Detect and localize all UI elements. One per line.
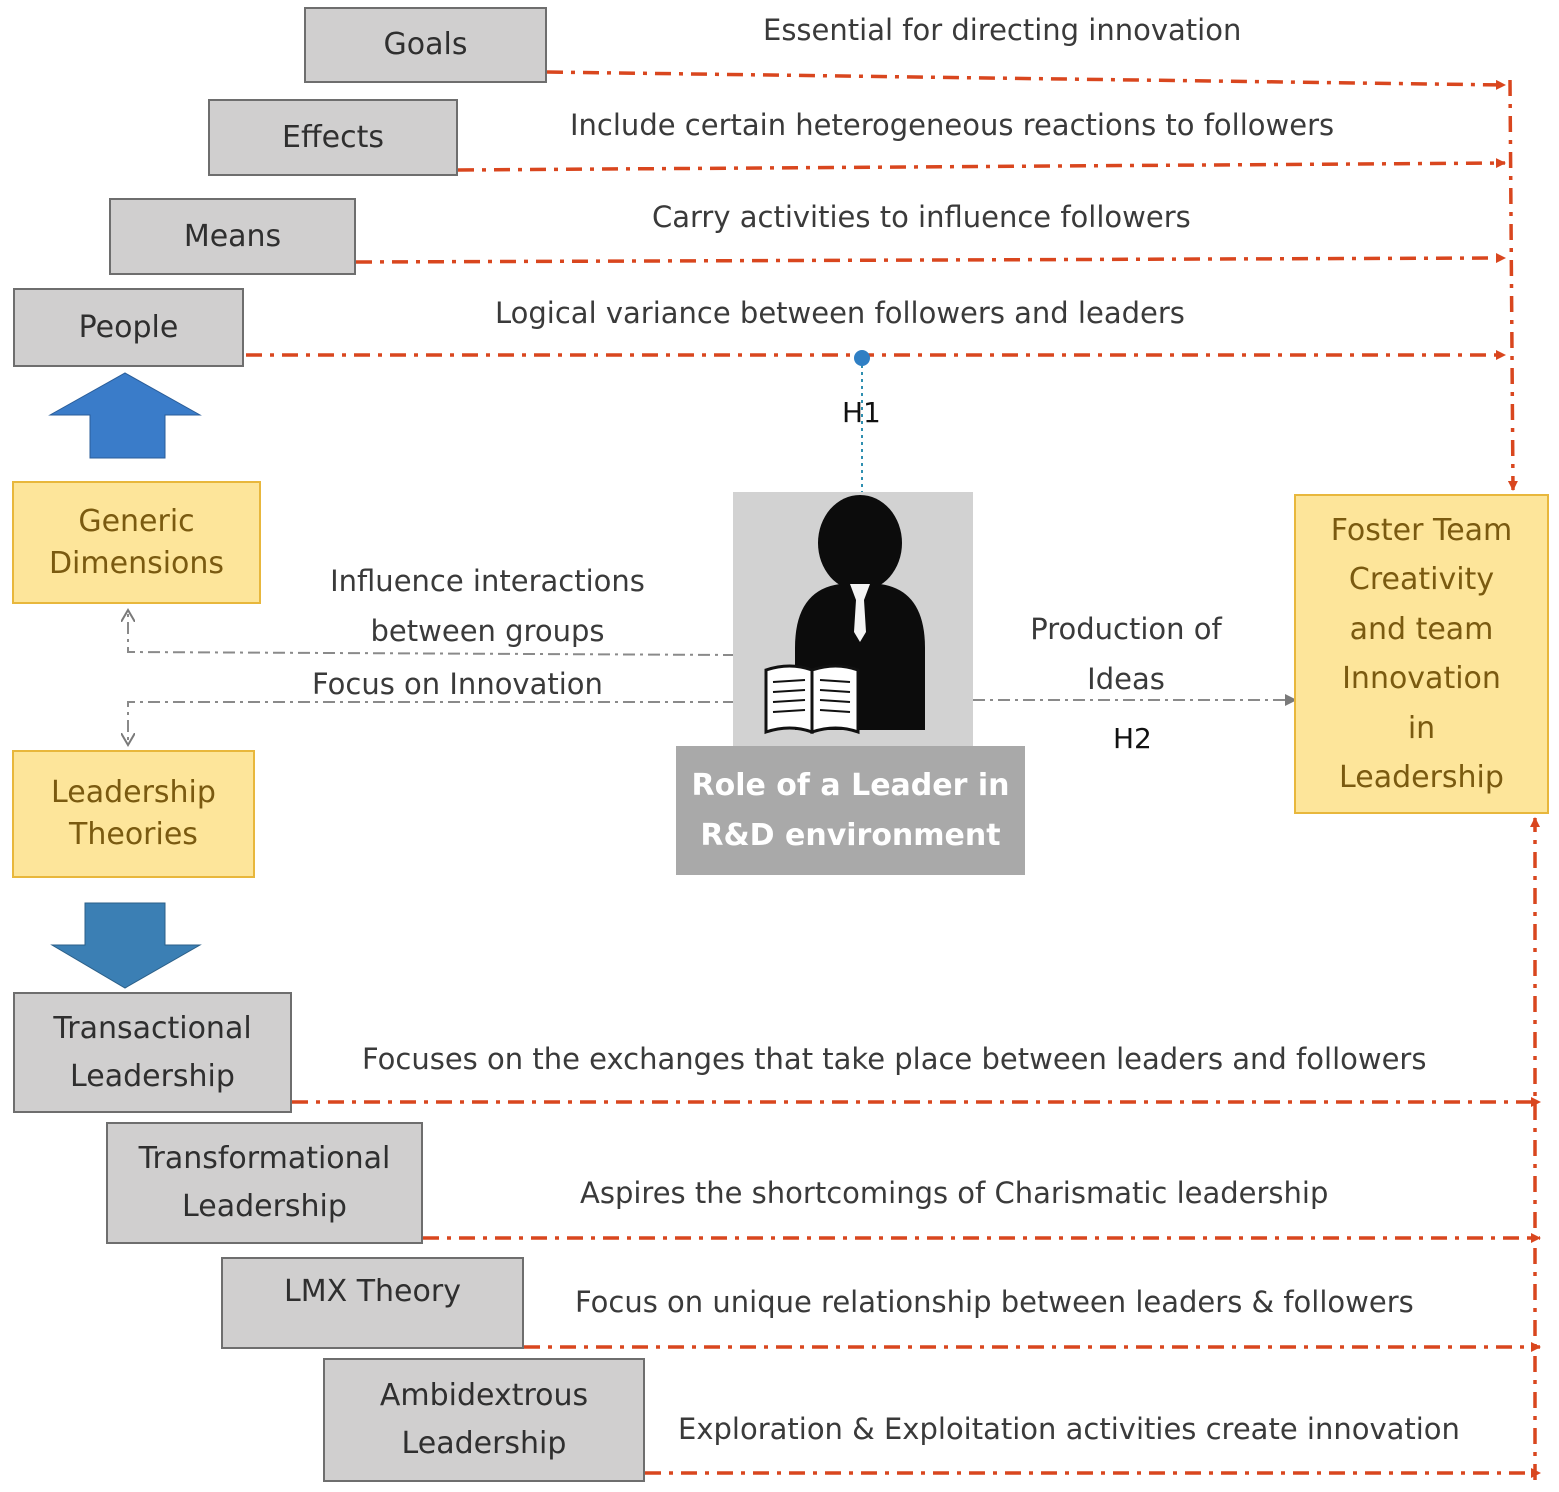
dimension-box-goals: Goals xyxy=(304,7,547,83)
leader-with-book-icon xyxy=(733,492,973,746)
effects-connector xyxy=(457,158,1506,172)
influence-connector xyxy=(128,610,736,656)
dimension-box-means: Means xyxy=(109,198,356,275)
dimension-desc-effects: Include certain heterogeneous reactions … xyxy=(570,108,1335,142)
dimension-desc-means: Carry activities to influence followers xyxy=(652,200,1191,234)
theory-desc-transactional: Focuses on the exchanges that take place… xyxy=(362,1042,1427,1076)
focus-label: Focus on Innovation xyxy=(312,667,603,701)
generic-dimensions-box: Generic Dimensions xyxy=(12,481,261,604)
means-connector xyxy=(355,253,1506,264)
h1-label: H1 xyxy=(842,396,881,429)
goals-connector xyxy=(546,70,1506,90)
theory-desc-lmx: Focus on unique relationship between lea… xyxy=(575,1285,1414,1319)
h1-node xyxy=(854,350,870,366)
theory-box-ambidextrous: Ambidextrous Leadership xyxy=(323,1358,645,1482)
leadership-theories-box: Leadership Theories xyxy=(12,750,255,878)
dimension-desc-people: Logical variance between followers and l… xyxy=(495,296,1185,330)
outcome-box: Foster Team Creativity and team Innovati… xyxy=(1294,494,1549,814)
theory-box-transactional: Transactional Leadership xyxy=(13,992,292,1113)
theory-desc-ambidextrous: Exploration & Exploitation activities cr… xyxy=(678,1412,1460,1446)
dimension-box-effects: Effects xyxy=(208,99,458,176)
theory-box-transformational: Transformational Leadership xyxy=(106,1122,423,1244)
theory-desc-transformational: Aspires the shortcomings of Charismatic … xyxy=(580,1176,1329,1210)
down-arrow-icon xyxy=(50,902,202,989)
dimension-desc-goals: Essential for directing innovation xyxy=(763,13,1242,47)
up-arrow-icon xyxy=(48,372,202,459)
top-vertical-connector xyxy=(1507,79,1518,491)
focus-connector xyxy=(128,701,735,745)
dimension-box-people: People xyxy=(13,288,244,367)
production-label: Production of Ideas xyxy=(1030,612,1222,696)
influence-label: Influence interactions between groups xyxy=(330,564,645,648)
h2-label: H2 xyxy=(1113,722,1152,755)
leader-role-box: Role of a Leader in R&D environment xyxy=(676,746,1025,875)
theory-box-lmx: LMX Theory xyxy=(221,1257,524,1349)
